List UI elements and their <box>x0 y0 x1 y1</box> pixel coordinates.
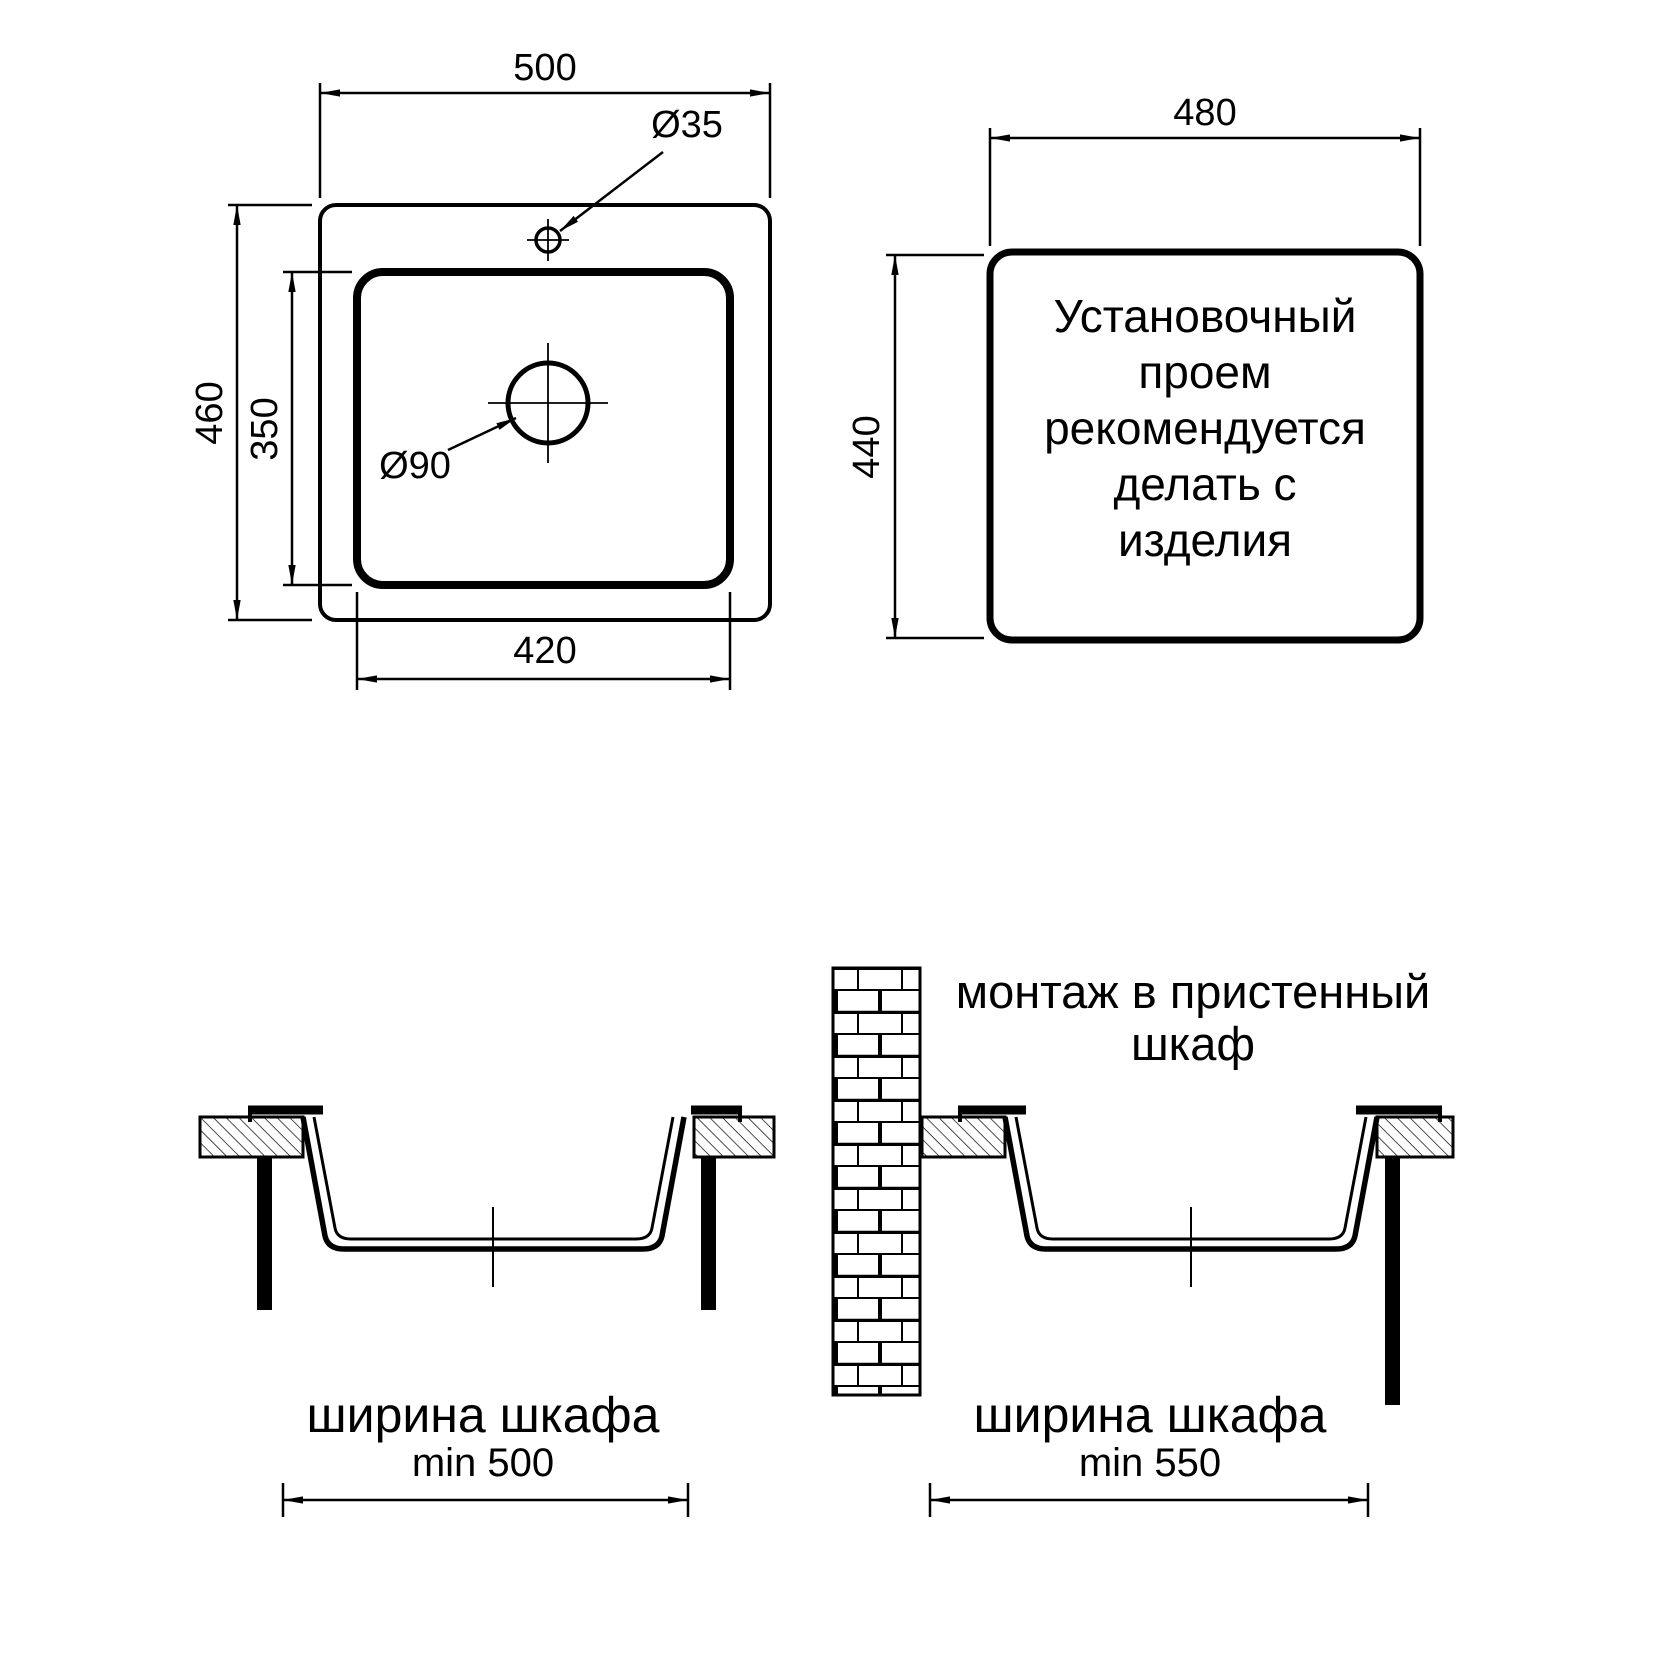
brick-wall <box>831 966 922 1397</box>
drain-hole <box>488 343 608 463</box>
leader-drain-dia: Ø90 <box>379 416 517 487</box>
dim-cutout-width: 480 <box>988 92 1422 246</box>
note-line-3: рекомендуется <box>1044 402 1366 454</box>
dim-top-width: 500 <box>318 47 772 198</box>
dim-cutout-height: 440 <box>846 253 984 640</box>
dim-label-d90: Ø90 <box>379 445 451 487</box>
dim-top-height: 460 <box>189 203 312 622</box>
wall-mount-title-line2: шкаф <box>1131 1017 1255 1070</box>
sink-section <box>958 1105 1442 1252</box>
cutout-note: Установочный проем рекомендуется делать … <box>1044 290 1366 566</box>
dim-bowl-height: 350 <box>244 270 352 587</box>
note-line-1: Установочный <box>1054 290 1357 342</box>
note-line-4: делать с <box>1113 458 1296 510</box>
dim-label-460: 460 <box>189 381 231 444</box>
wall-mount-title-line1: монтаж в пристенный <box>956 965 1431 1018</box>
dim-label-d35: Ø35 <box>651 104 723 146</box>
faucet-hole <box>527 219 569 261</box>
dim-cabinet-width <box>928 1483 1370 1517</box>
section-front-view: ширина шкафа min 500 <box>198 1105 776 1517</box>
dim-bowl-width: 420 <box>355 592 732 690</box>
sink-top-view: 500 460 350 420 Ø35 Ø90 <box>189 47 772 690</box>
cutout-view: 480 440 Установочный проем рекомендуется… <box>846 92 1424 644</box>
dim-label-440: 440 <box>846 415 888 478</box>
countertop-left <box>920 1115 1007 1159</box>
countertop-left <box>198 1115 305 1159</box>
cabinet-side-right <box>701 1157 716 1310</box>
leader-faucet-dia: Ø35 <box>559 104 723 232</box>
center-mark <box>1173 1207 1209 1287</box>
dim-label-350: 350 <box>244 397 286 460</box>
dim-label-480: 480 <box>1173 92 1236 134</box>
note-line-2: проем <box>1138 346 1271 398</box>
section-wall-mount-view: монтаж в пристенный шкаф ширина шкафа mi… <box>831 965 1455 1517</box>
sink-bowl-outline <box>353 268 734 589</box>
sink-section <box>248 1105 742 1252</box>
cabinet-side-left <box>257 1157 272 1310</box>
dim-label-500: 500 <box>513 47 576 89</box>
sink-outer-outline <box>318 203 772 622</box>
countertop-right <box>692 1115 776 1159</box>
cabinet-width-min: min 550 <box>1079 1441 1221 1485</box>
dim-label-420: 420 <box>513 630 576 672</box>
cabinet-width-label: ширина шкафа <box>307 1387 660 1443</box>
countertop-right <box>1375 1115 1455 1159</box>
cabinet-width-label: ширина шкафа <box>974 1387 1327 1443</box>
center-mark <box>475 1207 511 1287</box>
cutout-outline <box>986 248 1424 644</box>
dim-cabinet-width <box>281 1483 690 1517</box>
cabinet-width-min: min 500 <box>412 1441 554 1485</box>
note-line-5: изделия <box>1118 514 1292 566</box>
cabinet-side-right <box>1385 1157 1400 1405</box>
